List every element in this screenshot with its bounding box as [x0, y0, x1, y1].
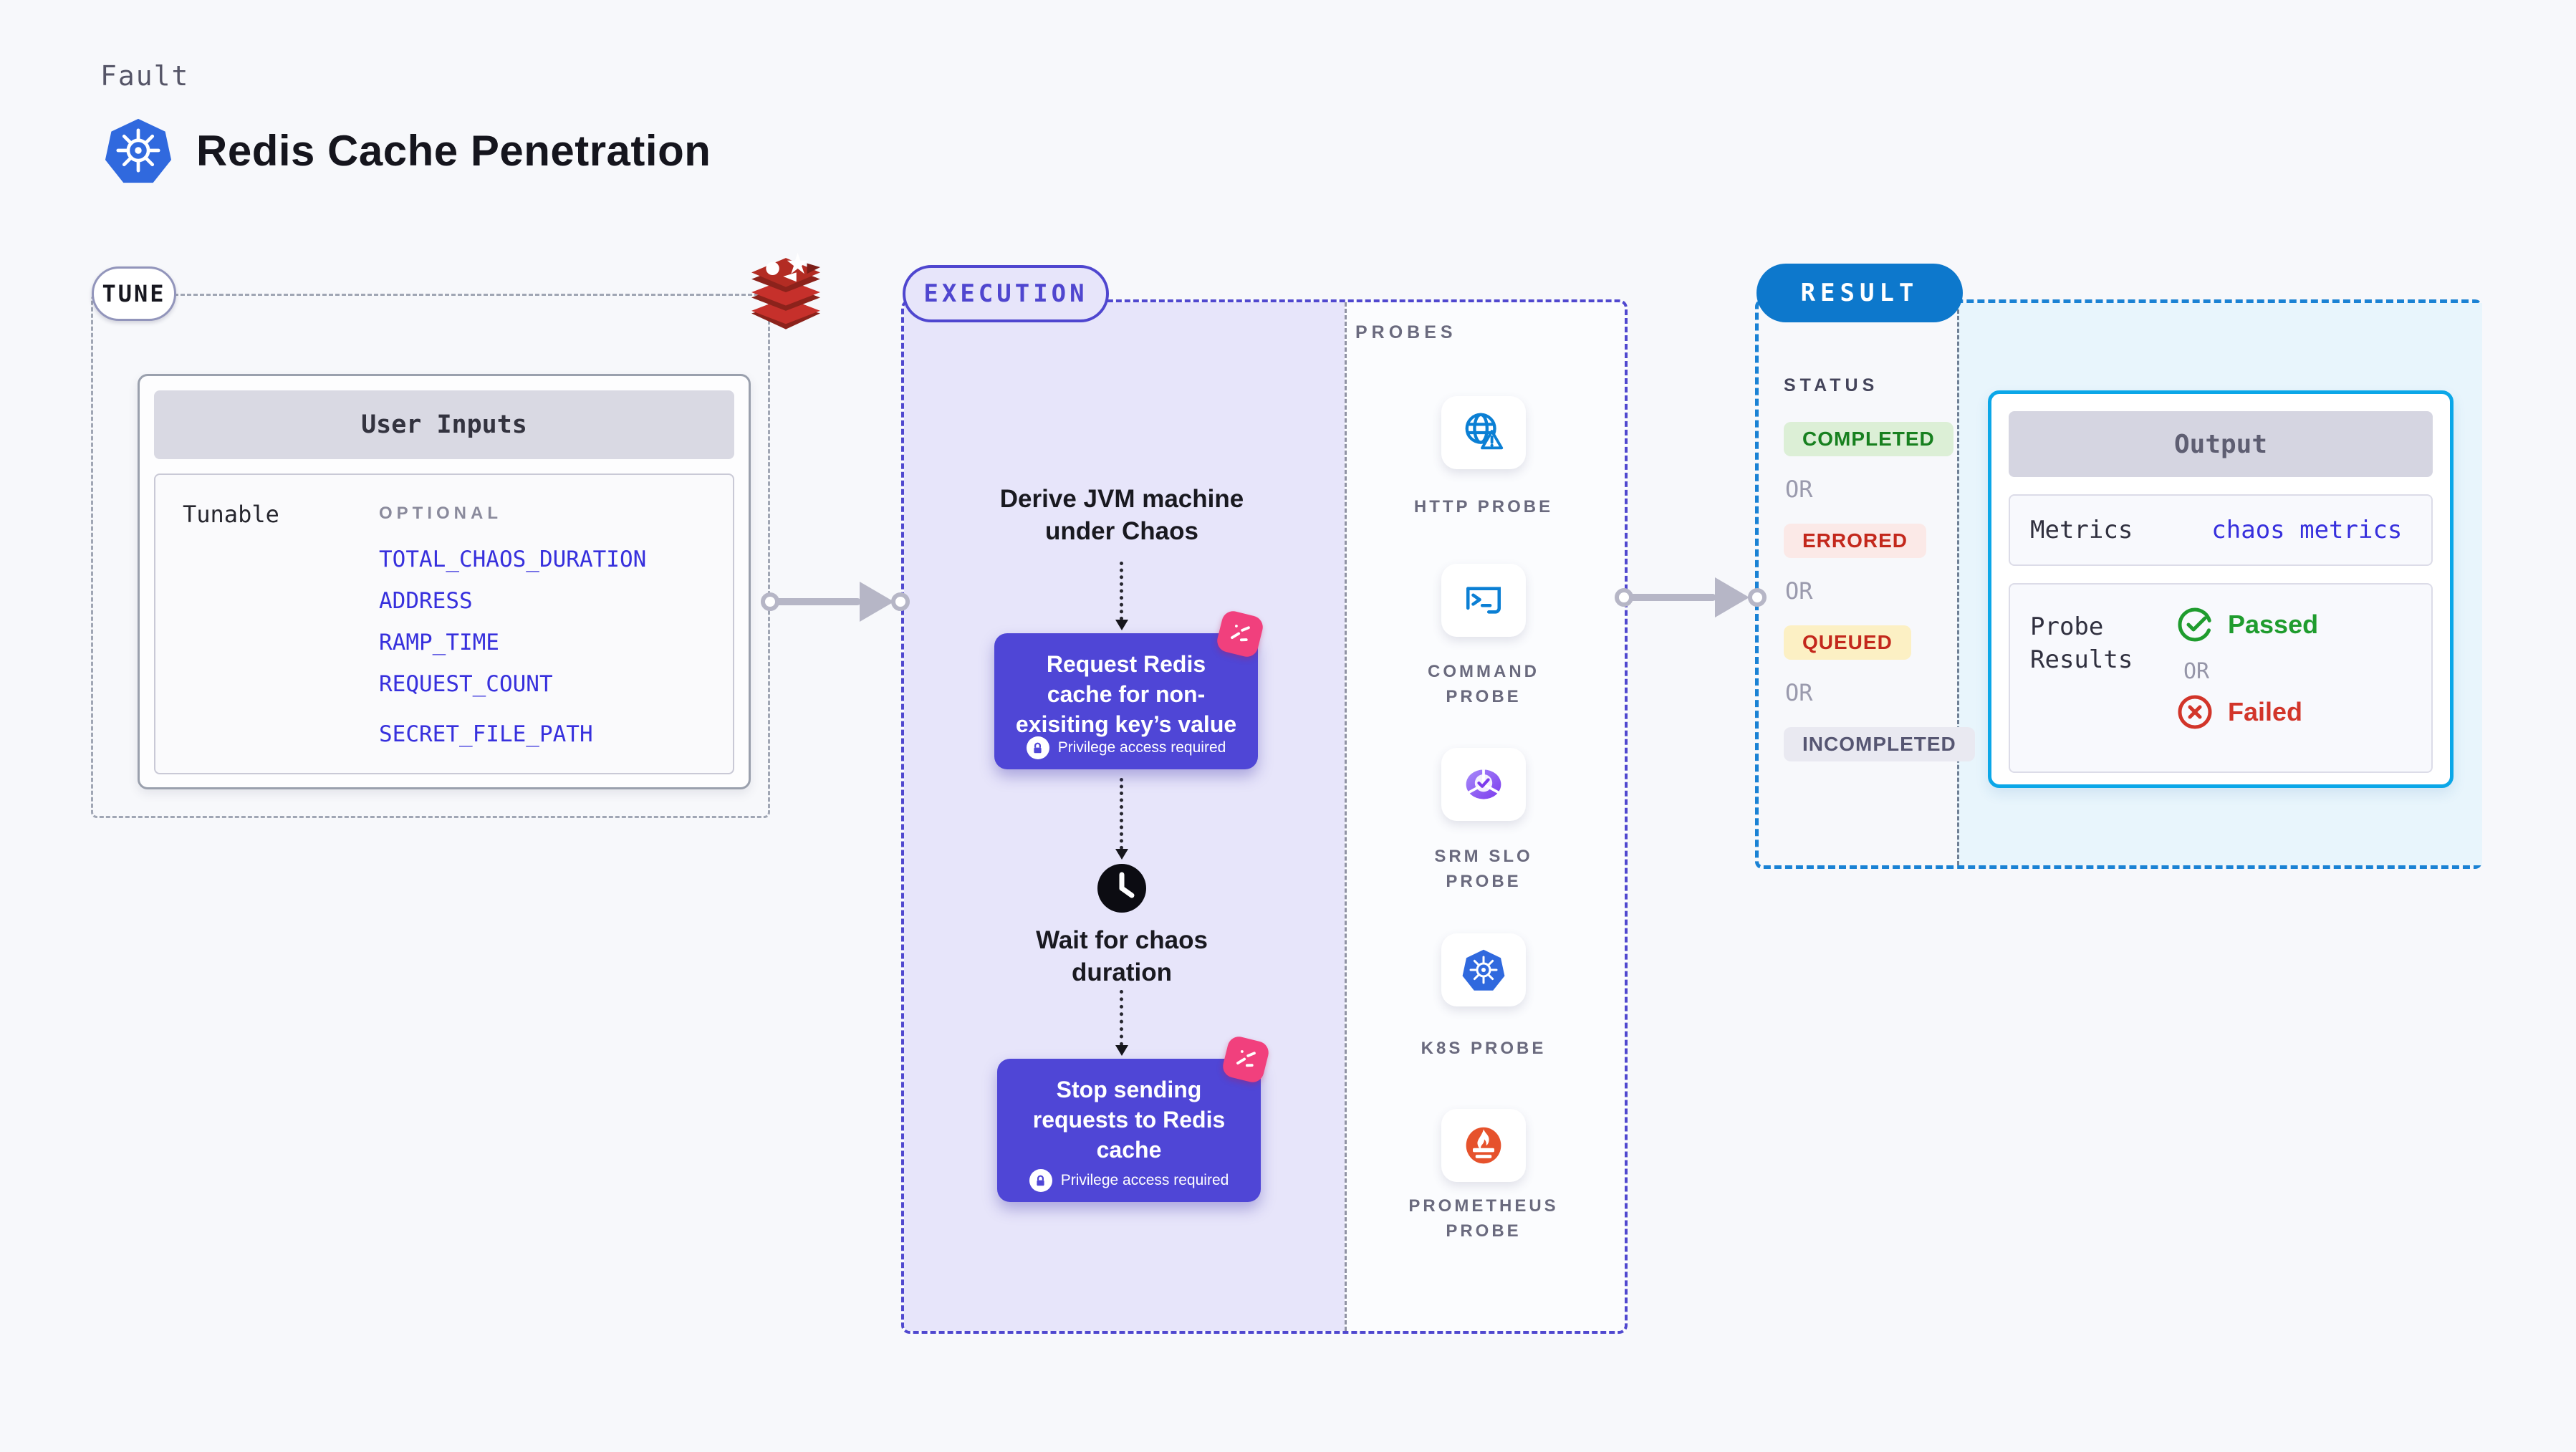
- status-badge-queued: QUEUED: [1784, 625, 1911, 660]
- passed-label: Passed: [2228, 610, 2319, 639]
- probe-results-label: Probe Results: [2030, 612, 2133, 674]
- arrow-head: [1715, 577, 1749, 617]
- command-probe-card: [1441, 564, 1526, 637]
- step-wait-duration: Wait for chaos duration: [1036, 926, 1208, 986]
- chaos-spark-icon: [1214, 608, 1266, 660]
- output-title: Output: [2009, 411, 2433, 477]
- clock-icon: [1097, 864, 1146, 913]
- probe-results-row: Probe Results Passed OR Failed: [2009, 583, 2433, 773]
- tune-section-badge: TUNE: [92, 266, 176, 321]
- metrics-row: Metrics chaos metrics: [2009, 494, 2433, 566]
- failed-label: Failed: [2228, 697, 2303, 726]
- metrics-label: Metrics: [2030, 516, 2133, 544]
- variable-link-ramp-time[interactable]: RAMP_TIME: [379, 630, 499, 655]
- command-probe-label: COMMAND PROBE: [1428, 662, 1539, 706]
- x-circle-icon: [2178, 695, 2212, 729]
- kubernetes-icon: [1462, 949, 1505, 991]
- http-probe-label: HTTP PROBE: [1413, 497, 1554, 516]
- result-section-badge: RESULT: [1756, 264, 1963, 322]
- flow-connector: [1115, 990, 1128, 1056]
- connector-dot: [1615, 588, 1633, 607]
- connector-dot: [1748, 588, 1767, 607]
- lock-icon: [1029, 1169, 1052, 1192]
- k8s-probe-card: [1441, 933, 1526, 1006]
- flow-connector: [1115, 778, 1128, 860]
- probes-title: PROBES: [1355, 322, 1457, 342]
- verdict-failed: Failed: [2176, 693, 2302, 731]
- srm-slo-probe-card: [1441, 748, 1526, 821]
- or-label: OR: [2183, 659, 2210, 684]
- connector-dot: [891, 592, 910, 611]
- chaos-metrics-link[interactable]: chaos metrics: [2211, 516, 2403, 544]
- variable-link-request-count[interactable]: REQUEST_COUNT: [379, 671, 553, 697]
- privilege-label: Privilege access required: [1060, 1172, 1229, 1188]
- chaos-spark-icon: [1220, 1034, 1272, 1085]
- or-label: OR: [1785, 577, 1813, 605]
- flow-connector: [1115, 562, 1128, 630]
- check-circle-icon: [2178, 607, 2212, 642]
- optional-label: OPTIONAL: [379, 504, 502, 523]
- privilege-label: Privilege access required: [1057, 739, 1226, 756]
- arrow-head: [860, 582, 894, 622]
- prometheus-icon: [1466, 1127, 1501, 1164]
- node-request-text: Request Redis cache for non- exisiting k…: [1015, 651, 1237, 737]
- arrow-line: [1623, 594, 1716, 601]
- node-stop-requests: Stop sending requests to Redis cache Pri…: [997, 1059, 1261, 1202]
- node-stop-text: Stop sending requests to Redis cache: [1032, 1077, 1226, 1163]
- http-probe-card: [1441, 396, 1526, 469]
- variable-link-secret-file-path[interactable]: SECRET_FILE_PATH: [379, 721, 593, 747]
- node-request-redis-cache: Request Redis cache for non- exisiting k…: [994, 633, 1258, 769]
- or-label: OR: [1785, 679, 1813, 706]
- status-badge-errored: ERRORED: [1784, 524, 1927, 558]
- user-inputs-title: User Inputs: [154, 390, 734, 459]
- k8s-probe-label: K8S PROBE: [1421, 1039, 1547, 1058]
- verdict-passed: Passed: [2176, 606, 2318, 643]
- connector-dot: [761, 592, 779, 611]
- arrow-execution-to-result: [1615, 577, 1767, 617]
- tune-section-box: [91, 294, 770, 818]
- status-badge-incompleted: INCOMPLETED: [1784, 727, 1975, 761]
- or-label: OR: [1785, 476, 1813, 503]
- lock-icon: [1026, 736, 1049, 759]
- execution-section-badge: EXECUTION: [903, 265, 1109, 322]
- privilege-row: Privilege access required: [997, 1169, 1261, 1192]
- arrow-tune-to-execution: [761, 582, 910, 622]
- terminal-icon: [1466, 587, 1501, 614]
- output-card: Output Metrics chaos metrics Probe Resul…: [1988, 390, 2454, 788]
- arrow-line: [769, 598, 861, 605]
- prometheus-probe-card: [1441, 1109, 1526, 1182]
- status-badge-completed: COMPLETED: [1784, 422, 1953, 456]
- user-inputs-body: Tunable OPTIONAL TOTAL_CHAOS_DURATION AD…: [154, 473, 734, 774]
- privilege-row: Privilege access required: [994, 736, 1258, 759]
- user-inputs-card: User Inputs Tunable OPTIONAL TOTAL_CHAOS…: [138, 374, 751, 789]
- tunable-label: Tunable: [183, 501, 279, 528]
- page-title: Redis Cache Penetration: [196, 127, 711, 175]
- status-title: STATUS: [1784, 375, 1879, 395]
- variable-link-total-chaos-duration[interactable]: TOTAL_CHAOS_DURATION: [379, 547, 647, 572]
- fault-kicker: Fault: [100, 60, 190, 92]
- prometheus-probe-label: PROMETHEUS PROBE: [1408, 1196, 1559, 1241]
- step-derive-jvm: Derive JVM machine under Chaos: [999, 485, 1244, 545]
- srm-slo-probe-label: SRM SLO PROBE: [1434, 847, 1533, 891]
- kubernetes-icon: [105, 118, 172, 183]
- redis-icon: [751, 252, 820, 330]
- globe-alert-icon: [1465, 413, 1504, 450]
- probes-pane: [1345, 302, 1625, 1331]
- slo-gauge-icon: [1466, 769, 1501, 799]
- variable-link-address[interactable]: ADDRESS: [379, 588, 473, 614]
